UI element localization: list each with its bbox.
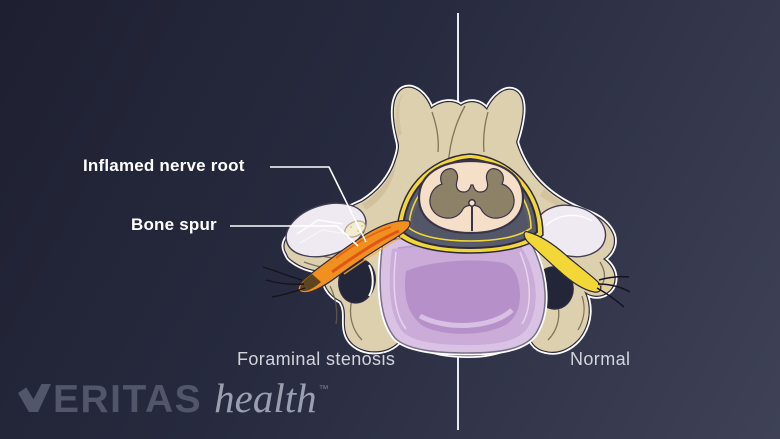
logo-trademark: ™ [318,384,329,395]
vertebra-illustration [262,84,631,358]
normal-caption: Normal [570,349,631,369]
inflamed-nerve-root-label: Inflamed nerve root [83,156,245,175]
normal-nerve-root-graphic [523,231,631,308]
gray-matter [429,168,515,219]
veritas-v-logo-icon [18,384,51,412]
veritas-health-logo: ERITAS health ™ [18,374,329,422]
logo-brand-text: ERITAS [53,378,203,421]
inflamed-nerve-root-graphic [262,220,411,298]
spinal-cord [417,159,525,235]
logo-suffix-text: health [214,375,317,421]
bone-spur-label: Bone spur [131,215,217,234]
foraminal-stenosis-caption: Foraminal stenosis [237,349,396,369]
